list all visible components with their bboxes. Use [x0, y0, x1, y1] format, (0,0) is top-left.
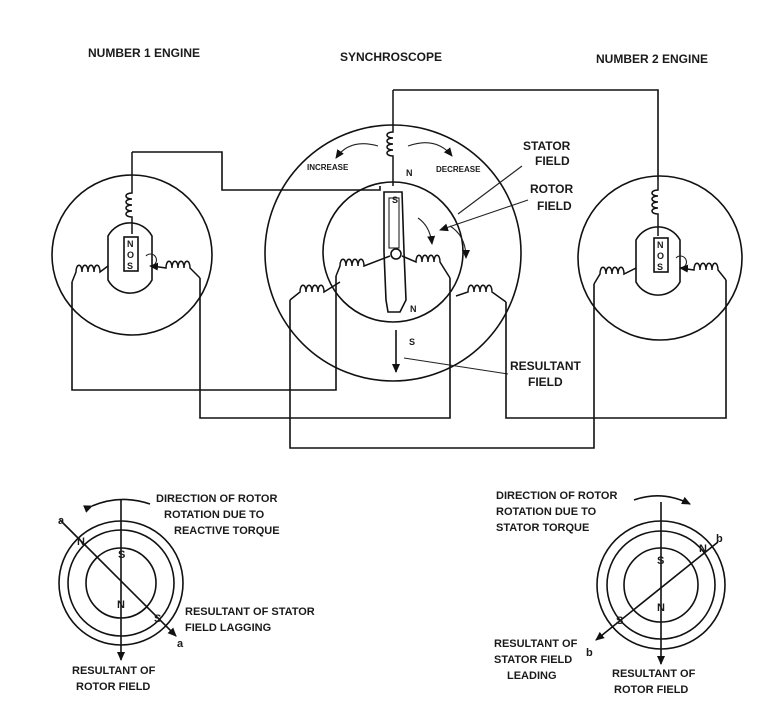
- lagging-stator-label-2: FIELD LAGGING: [185, 622, 271, 634]
- wire-stator-right-to-engine2: [505, 280, 727, 419]
- engine1-title: NUMBER 1 ENGINE: [88, 46, 200, 60]
- engine1-rotor-n: N: [127, 239, 134, 249]
- stator-field-rotation-arrow: [449, 225, 470, 259]
- engine1-top-coil: [125, 152, 133, 234]
- increase-arrow: [335, 143, 379, 159]
- engine2-generator: N O S: [577, 175, 743, 341]
- resultant-field-label-1: RESULTANT: [510, 359, 582, 373]
- lagging-stator-field-arrow: [59, 519, 177, 637]
- engine2-rotor-n: N: [657, 240, 664, 250]
- wire-engine1-left: [71, 276, 337, 391]
- synchroscope-needle-winding: [388, 197, 400, 249]
- stator-field-label-1: STATOR: [523, 139, 571, 153]
- lagging-pole-n-outer: N: [77, 536, 85, 548]
- lagging-rotation-label-2: ROTATION DUE TO: [164, 509, 265, 521]
- synchroscope-rotor-right-coil: [401, 254, 451, 279]
- lagging-letter-a-bottom: a: [177, 638, 184, 650]
- wire-synchroscope-top-to-engine2: [393, 89, 659, 180]
- stator-field-label-2: FIELD: [535, 154, 570, 168]
- rotor-field-rotation-arrow: [417, 217, 436, 245]
- wiring: [71, 89, 727, 449]
- decrease-arrow: [407, 142, 453, 157]
- lagging-rotor-label-2: ROTOR FIELD: [76, 681, 150, 693]
- leading-rotor-label-1: RESULTANT OF: [612, 668, 696, 680]
- engine1-generator: N O S: [51, 152, 213, 336]
- engine2-left-coil: [593, 266, 637, 285]
- lagging-vector-diagram: a a N S N S DIRECTION OF ROTOR ROTATION …: [58, 493, 315, 693]
- lagging-pole-n-inner: N: [117, 599, 125, 611]
- lagging-rotation-arrow: [83, 498, 151, 513]
- engine2-stator-circle: [577, 175, 743, 341]
- resultant-field-label-2: FIELD: [528, 375, 563, 389]
- engine2-rotor-hub: [635, 226, 681, 296]
- wire-stator-left-to-engine2: [289, 284, 595, 449]
- engine2-rotor-rotation-arrow: [675, 255, 689, 273]
- engine2-rotor-s: S: [657, 262, 663, 272]
- leading-pole-s-outer: S: [616, 615, 623, 627]
- lagging-pole-s-outer: S: [154, 613, 161, 625]
- engine2-right-coil: [679, 262, 727, 281]
- leading-letter-b-top: b: [716, 533, 723, 545]
- rotor-field-leader: [439, 199, 529, 232]
- leading-rotation-label-3: STATOR TORQUE: [496, 522, 589, 534]
- leading-pole-n-inner: N: [657, 602, 665, 614]
- lagging-letter-a-top: a: [58, 515, 65, 527]
- wire-engine1-top-to-rotor: [132, 151, 381, 191]
- increase-label: INCREASE: [307, 163, 349, 172]
- engine2-top-coil: [651, 180, 659, 236]
- lagging-rotation-label-1: DIRECTION OF ROTOR: [156, 493, 277, 505]
- synchroscope-pivot: [390, 248, 402, 260]
- leading-rotor-label-2: ROTOR FIELD: [614, 684, 688, 696]
- synchroscope-title: SYNCHROSCOPE: [340, 50, 442, 64]
- rotor-field-label-1: ROTOR: [530, 182, 573, 196]
- wire-engine1-right: [199, 278, 451, 419]
- leading-rotation-arrow: [633, 495, 691, 505]
- engine2-rotor-magnet: [653, 237, 669, 273]
- synchroscope: INCREASE DECREASE N S N S STATOR FIELD R…: [264, 90, 582, 389]
- leading-stator-label-3: LEADING: [507, 670, 557, 682]
- needle-pole-s: S: [392, 195, 398, 205]
- engine1-rotor-hub: [107, 222, 153, 294]
- engine1-rotor-s: S: [127, 261, 133, 271]
- lagging-rotation-label-3: REACTIVE TORQUE: [174, 525, 280, 537]
- leading-pole-s-inner: S: [657, 555, 664, 567]
- resultant-field-leader: [403, 357, 509, 375]
- synchroscope-needle: [383, 191, 407, 313]
- leading-stator-label-2: STATOR FIELD: [494, 654, 572, 666]
- leading-stator-field-arrow: [595, 541, 719, 641]
- engine2-rotor-o: O: [657, 251, 664, 261]
- engine1-rotor-magnet: [123, 236, 139, 272]
- engine1-rotor-o: O: [127, 250, 134, 260]
- synchroscope-pole-s-bottom: S: [409, 337, 415, 347]
- leading-stator-label-1: RESULTANT OF: [494, 638, 578, 650]
- stator-field-leader: [457, 165, 523, 215]
- leading-rotation-label-2: ROTATION DUE TO: [496, 506, 597, 518]
- lagging-pole-s-inner: S: [118, 549, 125, 561]
- engine1-left-coil: [71, 264, 109, 283]
- lagging-rotor-label-1: RESULTANT OF: [72, 665, 156, 677]
- decrease-label: DECREASE: [436, 165, 481, 174]
- lagging-stator-label-1: RESULTANT OF STATOR: [185, 606, 315, 618]
- synchroscope-right-stator-coil: [455, 284, 507, 303]
- engine1-right-coil: [151, 260, 201, 279]
- needle-pole-n: N: [410, 304, 417, 314]
- synchroscope-left-stator-coil: [289, 281, 341, 301]
- leading-vector-diagram: b b N S N S DIRECTION OF ROTOR ROTATION …: [494, 490, 726, 696]
- synchroscope-pole-n-top: N: [406, 168, 413, 178]
- leading-rotation-label-1: DIRECTION OF ROTOR: [496, 490, 617, 502]
- synchroscope-top-coil: [386, 90, 394, 186]
- leading-pole-n-outer: N: [699, 543, 707, 555]
- rotor-field-label-2: FIELD: [537, 199, 572, 213]
- engine2-title: NUMBER 2 ENGINE: [596, 52, 708, 66]
- leading-letter-b-bottom: b: [586, 647, 593, 659]
- synchroscope-rotor-left-coil: [335, 255, 391, 277]
